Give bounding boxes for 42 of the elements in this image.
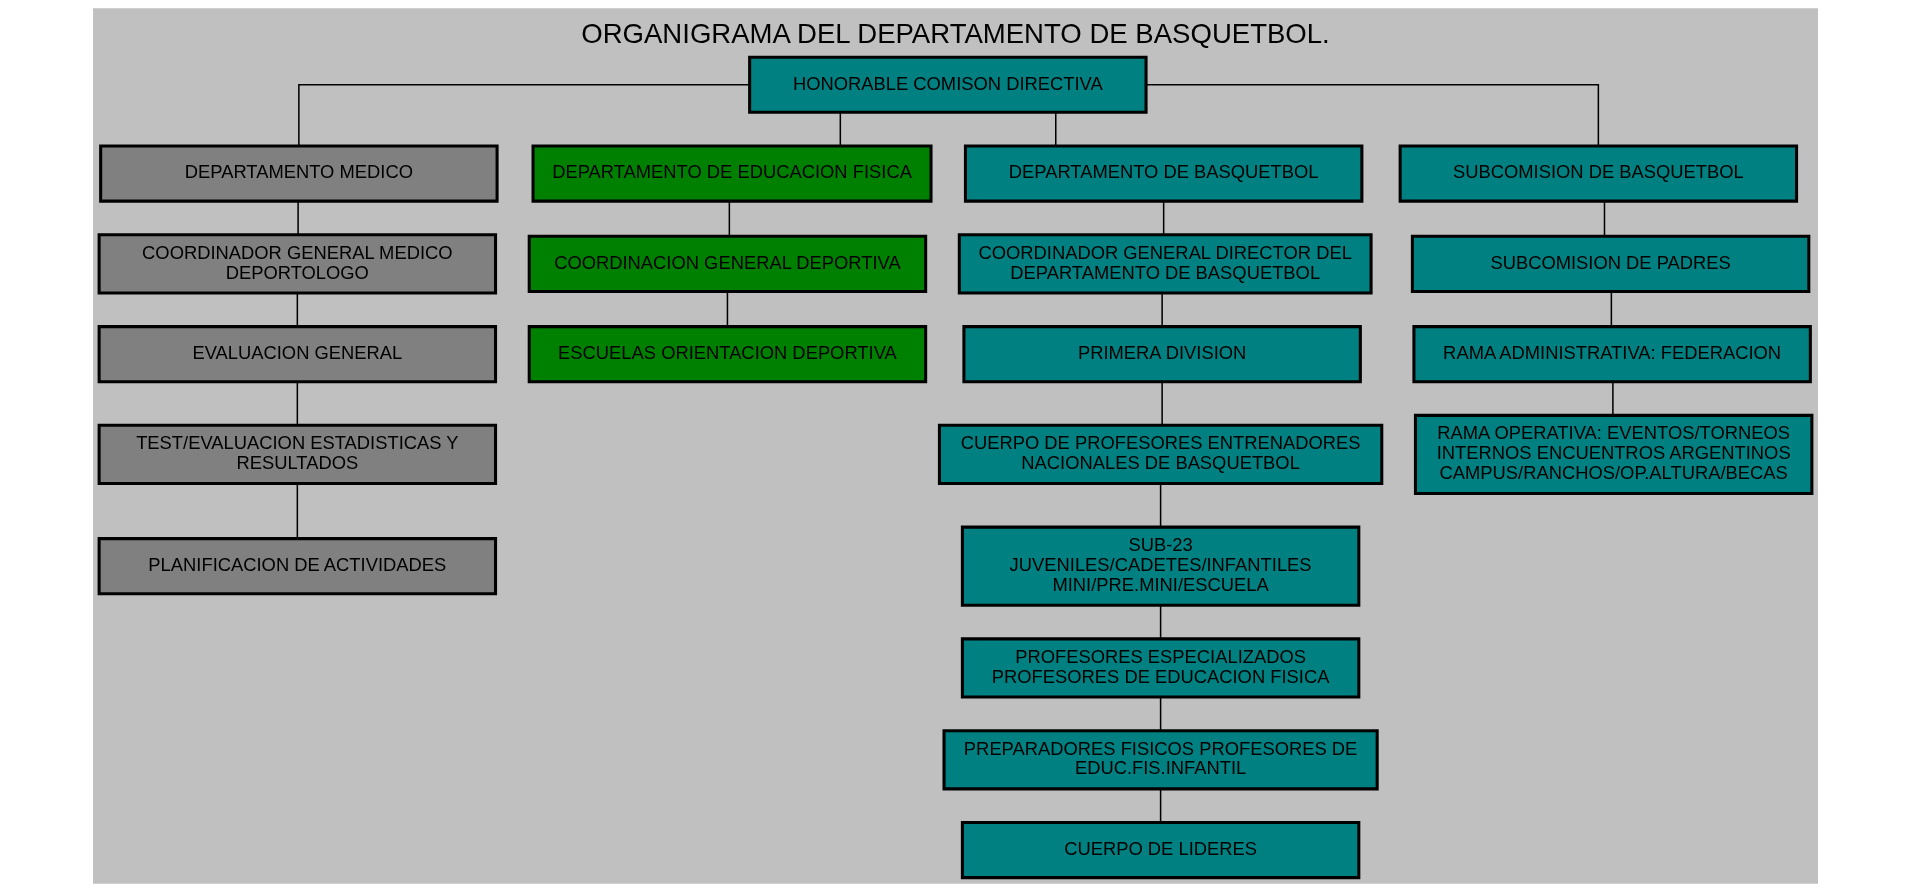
node-box: PROFESORES ESPECIALIZADOS PROFESORES DE EDUCACION FISICA <box>960 637 1360 699</box>
connector <box>296 200 299 236</box>
connector <box>1611 381 1614 416</box>
connector <box>1159 604 1161 640</box>
connector <box>1603 200 1605 237</box>
connector <box>1160 381 1163 426</box>
node-box: HONORABLE COMISON DIRECTIVA <box>747 55 1148 114</box>
node-box: ESCUELAS ORIENTACION DEPORTIVA <box>527 325 927 384</box>
connector <box>839 111 841 147</box>
connector <box>297 84 750 147</box>
node-box: RAMA ADMINISTRATIVA: FEDERACION <box>1411 325 1812 384</box>
node-box: COORDINACION GENERAL DEPORTIVA <box>527 234 927 293</box>
node-box: PLANIFICACION DE ACTIVIDADES <box>97 537 497 596</box>
node-box: PREPARADORES FISICOS PROFESORES DE EDUC.FIS.INFANTIL <box>942 729 1379 791</box>
node-box: DEPARTAMENTO DE EDUCACION FISICA <box>531 144 933 203</box>
connector <box>1160 292 1163 327</box>
connector <box>728 200 730 237</box>
node-box: SUBCOMISION DE PADRES <box>1410 234 1810 293</box>
connector <box>296 483 298 539</box>
connector <box>1159 788 1161 823</box>
node-box: COORDINADOR GENERAL DIRECTOR DEL DEPARTAMENTO DE BASQUETBOL <box>957 233 1373 295</box>
node-box: SUBCOMISION DE BASQUETBOL <box>1398 144 1798 203</box>
node-box: DEPARTAMENTO DE BASQUETBOL <box>963 144 1363 203</box>
connector <box>1162 200 1164 236</box>
node-box: PRIMERA DIVISION <box>961 325 1362 384</box>
node-box: RAMA OPERATIVA: EVENTOS/TORNEOS INTERNOS ENCUENTROS ARGENTINOS CAMPUS/RANCHOS/OP.ALTURA/BECAS <box>1413 413 1813 495</box>
diagram-title: ORGANIGRAMA DEL DEPARTAMENTO DE BASQUETBOL. <box>580 17 1330 49</box>
connector <box>296 381 298 426</box>
node-box: CUERPO DE LIDERES <box>960 821 1360 880</box>
node-box: TEST/EVALUACION ESTADISTICAS Y RESULTADOS <box>97 423 497 486</box>
connector <box>1144 84 1599 147</box>
connector <box>1054 111 1057 147</box>
node-box: DEPARTAMENTO MEDICO <box>98 144 499 203</box>
connector <box>1610 290 1612 327</box>
node-box: SUB-23 JUVENILES/CADETES/INFANTILES MINI/PRE.MINI/ESCUELA <box>960 525 1360 607</box>
node-box: CUERPO DE PROFESORES ENTRENADORES NACIONALES DE BASQUETBOL <box>937 423 1383 486</box>
connector <box>1159 483 1161 528</box>
node-box: COORDINADOR GENERAL MEDICO DEPORTOLOGO <box>97 233 497 295</box>
node-box: EVALUACION GENERAL <box>97 325 497 384</box>
connector <box>1159 696 1161 732</box>
connector <box>296 292 298 327</box>
connector <box>726 290 728 327</box>
